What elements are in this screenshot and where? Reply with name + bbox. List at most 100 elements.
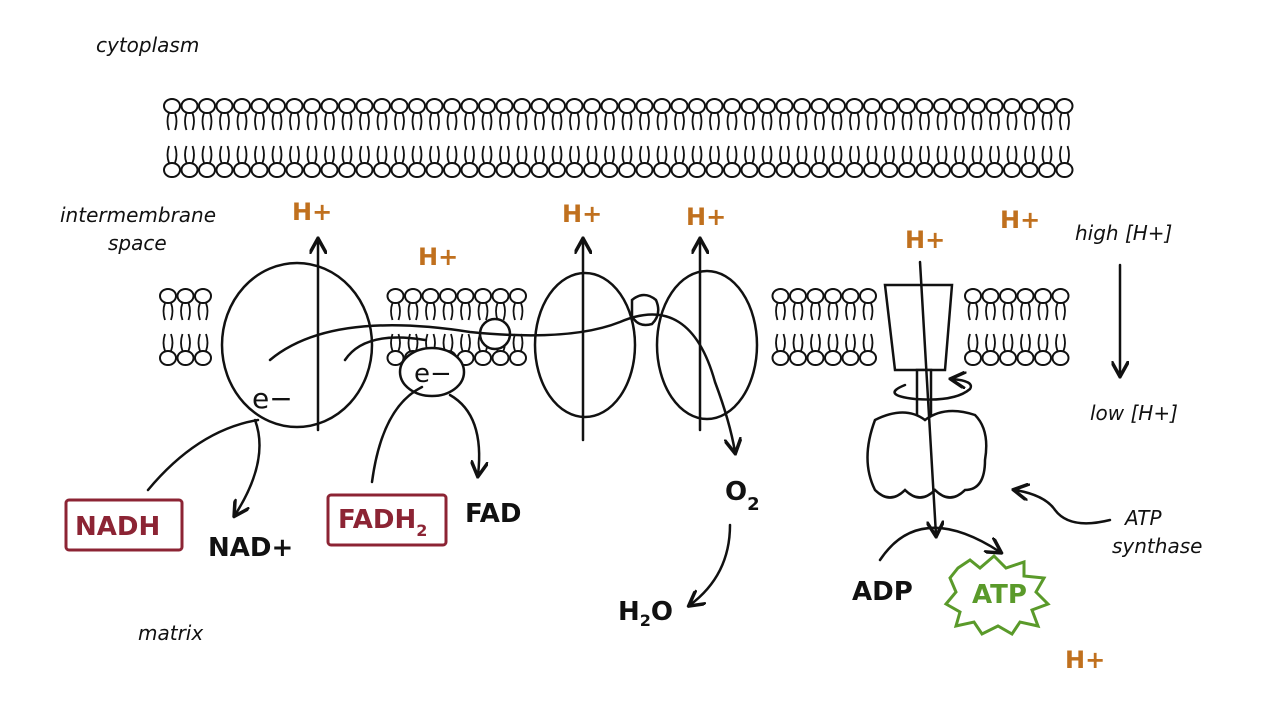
phospholipid-tail <box>1055 302 1059 321</box>
phospholipid-tail <box>1020 302 1024 321</box>
phospholipid-head <box>999 350 1017 366</box>
proton-arrow-synthase <box>918 260 936 535</box>
phospholipid-tail <box>936 145 940 164</box>
phospholipid-tail <box>226 145 230 164</box>
phospholipid-tail <box>419 112 423 131</box>
phospholipid-head <box>386 350 405 366</box>
phospholipid-tail <box>279 145 283 164</box>
phospholipid-head <box>530 98 549 114</box>
phospholipid-tail <box>817 302 821 321</box>
phospholipid-tail <box>467 302 471 321</box>
phospholipid-tail <box>779 112 783 131</box>
phospholipid-tail <box>191 145 195 164</box>
phospholipid-head <box>688 98 706 114</box>
phospholipid-head <box>600 162 619 178</box>
phospholipid-tail <box>967 333 971 352</box>
phospholipid-head <box>635 162 654 178</box>
phospholipid-tail <box>656 112 660 131</box>
phospholipid-tail <box>551 145 555 164</box>
phospholipid-tail <box>810 302 814 321</box>
phospholipid-tail <box>856 112 860 131</box>
phospholipid-tail <box>429 112 433 131</box>
phospholipid-head <box>530 162 549 178</box>
phospholipid-tail <box>516 112 520 131</box>
phospholipid-head <box>898 98 916 114</box>
phospholipid-tail <box>674 112 678 131</box>
phospholipid-tail <box>261 112 265 131</box>
phospholipid-tail <box>411 145 415 164</box>
phospholipid-head <box>600 98 619 114</box>
adp-label: ADP <box>852 577 913 607</box>
phospholipid-tail <box>499 145 503 164</box>
atp-synthase-f1 <box>866 409 988 499</box>
phospholipid-tail <box>594 145 598 164</box>
phospholipid-tail <box>804 112 808 131</box>
phospholipid-tail <box>769 112 773 131</box>
phospholipid-head <box>268 162 286 178</box>
phospholipid-tail <box>709 112 713 131</box>
phospholipid-tail <box>495 302 499 321</box>
phospholipid-tail <box>975 302 979 321</box>
phospholipid-tail <box>985 333 989 352</box>
phospholipid-tail <box>744 112 748 131</box>
phospholipid-tail <box>1049 145 1053 164</box>
phospholipid-tail <box>450 302 454 321</box>
phospholipid-tail <box>681 145 685 164</box>
phospholipid-tail <box>205 333 209 352</box>
nadh-box <box>64 498 184 552</box>
phospholipid-tail <box>804 145 808 164</box>
phospholipid-tail <box>324 112 328 131</box>
phospholipid-tail <box>569 112 573 131</box>
phospholipid-tail <box>586 112 590 131</box>
phospholipid-tail <box>1010 333 1014 352</box>
phospholipid-tail <box>664 145 668 164</box>
nad-label: NAD+ <box>208 533 293 563</box>
phospholipid-head <box>1034 350 1052 366</box>
phospholipid-head <box>478 98 496 114</box>
rotation-arrow <box>893 379 973 401</box>
complex-ii <box>398 346 466 398</box>
phospholipid-tail <box>524 112 528 131</box>
phospholipid-head <box>789 288 807 304</box>
phospholipid-head <box>163 98 181 114</box>
phospholipid-head <box>964 350 982 366</box>
phospholipid-tail <box>985 302 989 321</box>
phospholipid-tail <box>271 112 275 131</box>
phospholipid-tail <box>821 112 825 131</box>
phospholipid-head <box>845 98 864 114</box>
phospholipid-tail <box>839 112 843 131</box>
phospholipid-head <box>950 162 969 178</box>
phospholipid-head <box>443 98 461 114</box>
phospholipid-head <box>215 162 234 178</box>
atp-burst <box>943 553 1051 636</box>
phospholipid-tail <box>674 145 678 164</box>
high-h-label: high [H+] <box>1075 221 1172 245</box>
phospholipid-tail <box>180 333 184 352</box>
phospholipid-head <box>198 98 216 114</box>
phospholipid-tail <box>411 112 415 131</box>
phospholipid-head <box>233 98 251 114</box>
phospholipid-head <box>338 98 356 114</box>
phospholipid-tail <box>419 145 423 164</box>
phospholipid-tail <box>989 112 993 131</box>
atp-synthase-label-1: ATP <box>1123 506 1162 530</box>
phospholipid-tail <box>534 145 538 164</box>
phospholipid-head <box>548 98 566 114</box>
phospholipid-tail <box>870 333 874 352</box>
cytochrome-c <box>630 293 660 327</box>
o2-label: O2 <box>725 477 760 515</box>
phospholipid-tail <box>477 302 481 321</box>
phospholipid-head <box>548 162 566 178</box>
phospholipid-tail <box>205 302 209 321</box>
phospholipid-tail <box>401 145 405 164</box>
phospholipid-tail <box>442 302 446 321</box>
phospholipid-tail <box>166 112 170 131</box>
phospholipid-tail <box>699 145 703 164</box>
phospholipid-tail <box>874 145 878 164</box>
phospholipid-tail <box>201 145 205 164</box>
phospholipid-head <box>285 98 304 114</box>
phospholipid-tail <box>1024 112 1028 131</box>
phospholipid-tail <box>415 333 419 352</box>
phospholipid-tail <box>646 145 650 164</box>
phospholipid-tail <box>489 145 493 164</box>
